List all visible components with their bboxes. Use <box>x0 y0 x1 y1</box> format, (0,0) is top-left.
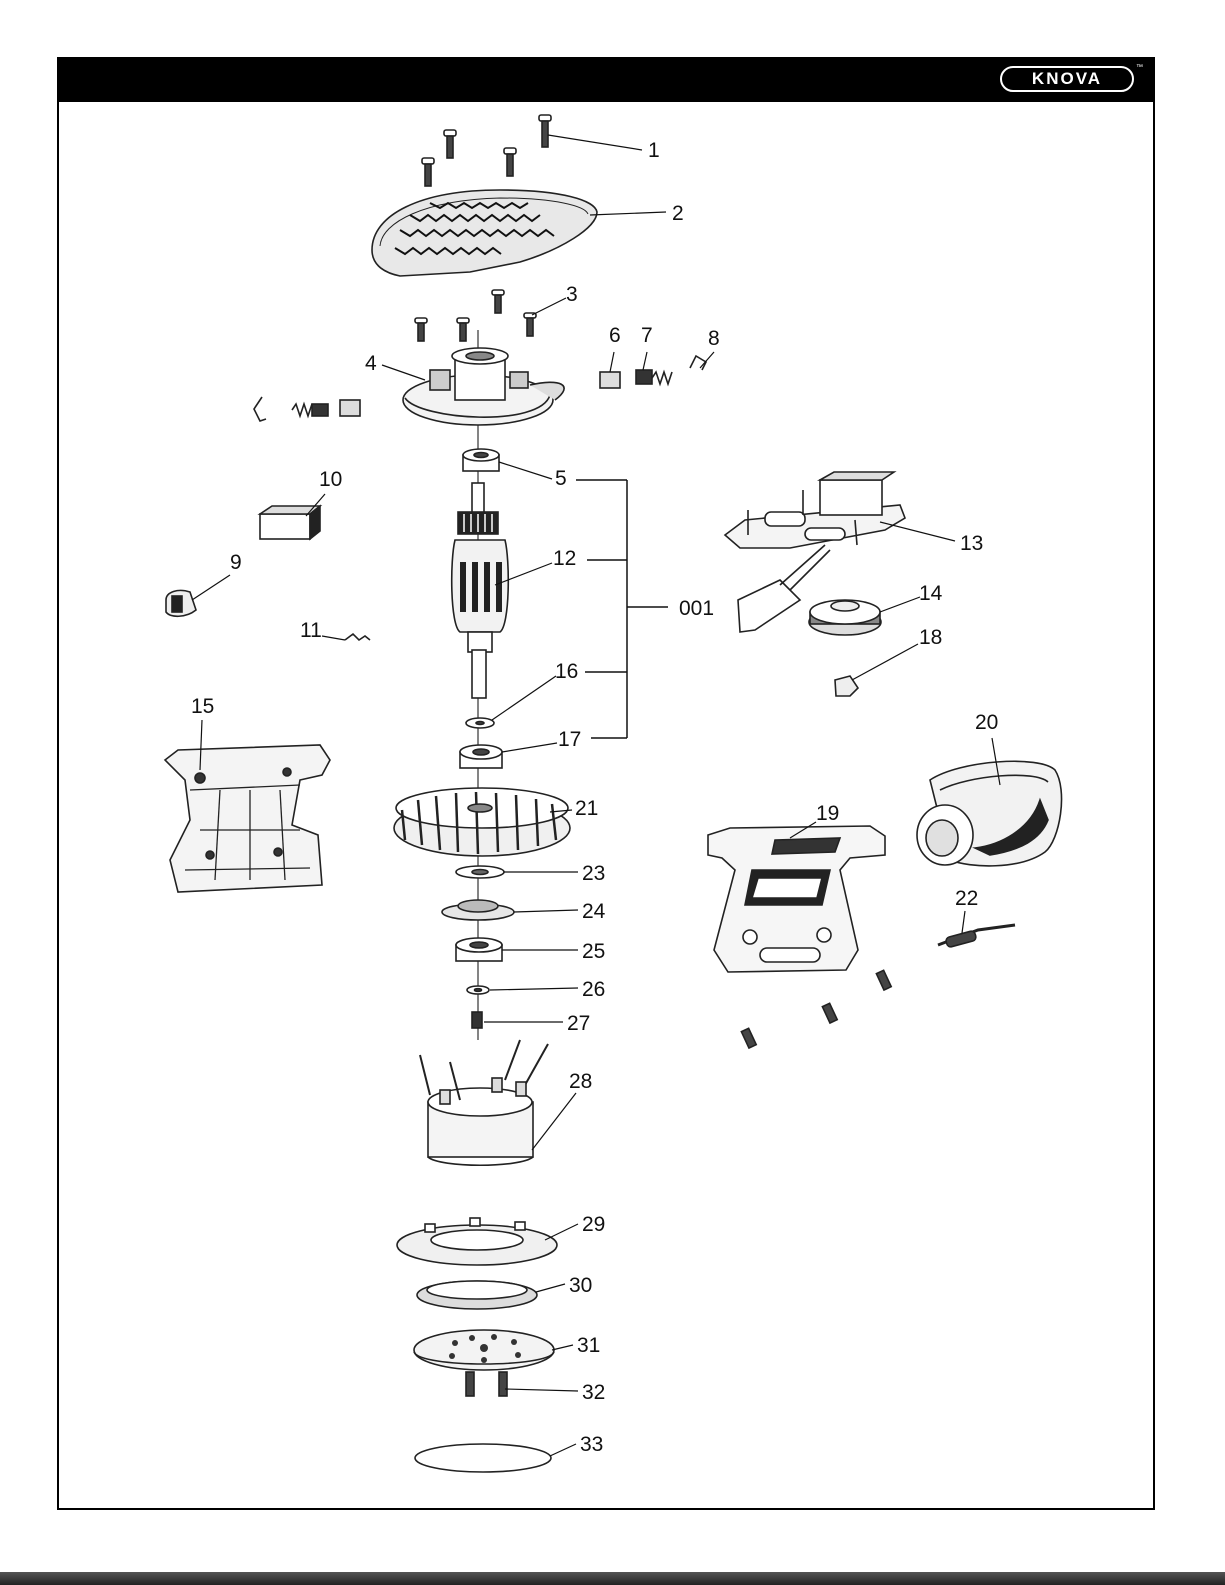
callout-29: 29 <box>582 1213 605 1236</box>
callout-28: 28 <box>569 1070 592 1093</box>
part-12-armature <box>452 483 509 698</box>
callout-15: 15 <box>191 695 214 718</box>
callout-31: 31 <box>577 1334 600 1357</box>
part-brush-assembly-left <box>254 397 360 421</box>
callout-30: 30 <box>569 1274 592 1297</box>
callout-12: 12 <box>553 547 576 570</box>
callout-20: 20 <box>975 711 998 734</box>
callout-2: 2 <box>672 202 684 225</box>
part-21-fan <box>394 788 570 856</box>
callout-17: 17 <box>558 728 581 751</box>
callout-27: 27 <box>567 1012 590 1035</box>
callout-23: 23 <box>582 862 605 885</box>
part-14-speed-dial <box>809 600 881 635</box>
callout-21: 21 <box>575 797 598 820</box>
callout-6: 6 <box>609 324 621 347</box>
callout-25: 25 <box>582 940 605 963</box>
callout-13: 13 <box>960 532 983 555</box>
callout-4: 4 <box>365 352 377 375</box>
callout-18: 18 <box>919 626 942 649</box>
callout-22: 22 <box>955 887 978 910</box>
part-22-cord <box>938 925 1015 948</box>
callout-26: 26 <box>582 978 605 1001</box>
assembly-001-bracket <box>576 480 668 738</box>
part-30-dust-ring <box>417 1281 537 1309</box>
callout-14: 14 <box>919 582 943 605</box>
callout-9: 9 <box>230 551 242 574</box>
part-2-top-cover <box>372 190 597 276</box>
part-33-sanding-disc <box>415 1444 551 1472</box>
leader-lines <box>192 135 1000 1456</box>
callout-001: 001 <box>679 597 714 620</box>
page-bottom-rule <box>0 1572 1225 1585</box>
part-9-switch-button <box>166 590 196 616</box>
part-3-screws <box>415 290 536 341</box>
callout-33: 33 <box>580 1433 603 1456</box>
callout-10: 10 <box>319 468 342 491</box>
callout-24: 24 <box>582 900 606 923</box>
part-1-screws <box>422 115 551 186</box>
part-15-housing-half <box>165 745 330 892</box>
callout-3: 3 <box>566 283 578 306</box>
part-27-screw <box>472 1012 482 1028</box>
part-17-bearing <box>460 745 502 768</box>
part-32-screws <box>466 1372 507 1396</box>
part-6-brush-holder <box>600 372 620 388</box>
part-5-bearing <box>463 449 499 471</box>
callout-1: 1 <box>648 139 660 162</box>
part-31-sanding-pad <box>414 1330 554 1370</box>
parts-drawings <box>165 115 1062 1472</box>
callout-19: 19 <box>816 802 839 825</box>
callout-16: 16 <box>555 660 578 683</box>
part-24-bearing-housing <box>442 900 514 920</box>
part-4-brush-holder-plate <box>403 348 564 425</box>
part-28-stator <box>420 1040 548 1165</box>
callout-11: 11 <box>300 619 322 642</box>
part-25-bearing <box>456 938 502 961</box>
housing-screws <box>741 970 891 1048</box>
part-19-motor-housing <box>708 826 885 972</box>
part-29-base-ring <box>397 1218 557 1265</box>
part-7-carbon-brush <box>636 370 672 384</box>
callout-8: 8 <box>708 327 720 350</box>
callout-5: 5 <box>555 467 567 490</box>
part-11-spring <box>345 634 370 640</box>
callout-32: 32 <box>582 1381 605 1404</box>
part-20-dust-canister <box>917 761 1062 866</box>
callout-7: 7 <box>641 324 653 347</box>
